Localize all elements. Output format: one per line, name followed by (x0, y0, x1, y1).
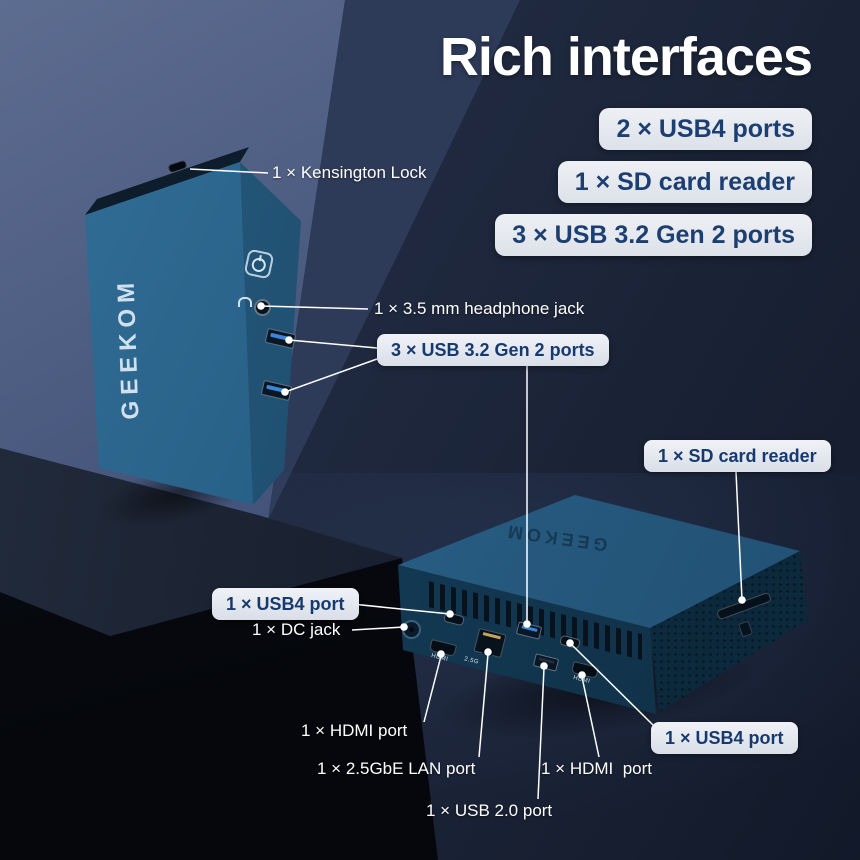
headphone-icon (238, 297, 252, 307)
power-icon (250, 256, 268, 274)
callout-usb4-port-left: 1 × USB4 port (212, 588, 359, 620)
callout-hdmi-port-right: 1 × HDMI port (541, 759, 653, 778)
callout-usb4-port-right: 1 × USB4 port (651, 722, 798, 754)
summary-badge-usb4: 2 × USB4 ports (599, 108, 812, 150)
brand-logo-standing: GEEKOM (112, 276, 145, 420)
callout-lan-port: 1 × 2.5GbE LAN port (317, 759, 476, 778)
callout-usb20-port: 1 × USB 2.0 port (426, 801, 553, 820)
callout-usb32-ports: 3 × USB 3.2 Gen 2 ports (377, 334, 609, 366)
callout-dc-jack: 1 × DC jack (252, 620, 341, 639)
callout-hdmi-port-left: 1 × HDMI port (301, 721, 408, 740)
summary-badge-sd: 1 × SD card reader (557, 161, 812, 203)
callout-sd-card-reader: 1 × SD card reader (644, 440, 831, 472)
callout-headphone-jack: 1 × 3.5 mm headphone jack (374, 299, 585, 318)
dc-jack-port (402, 620, 421, 639)
page-title: Rich interfaces (439, 27, 813, 87)
summary-badge-usb32: 3 × USB 3.2 Gen 2 ports (495, 214, 812, 256)
headphone-jack-port (254, 299, 271, 316)
callout-kensington-lock: 1 × Kensington Lock (272, 163, 427, 182)
